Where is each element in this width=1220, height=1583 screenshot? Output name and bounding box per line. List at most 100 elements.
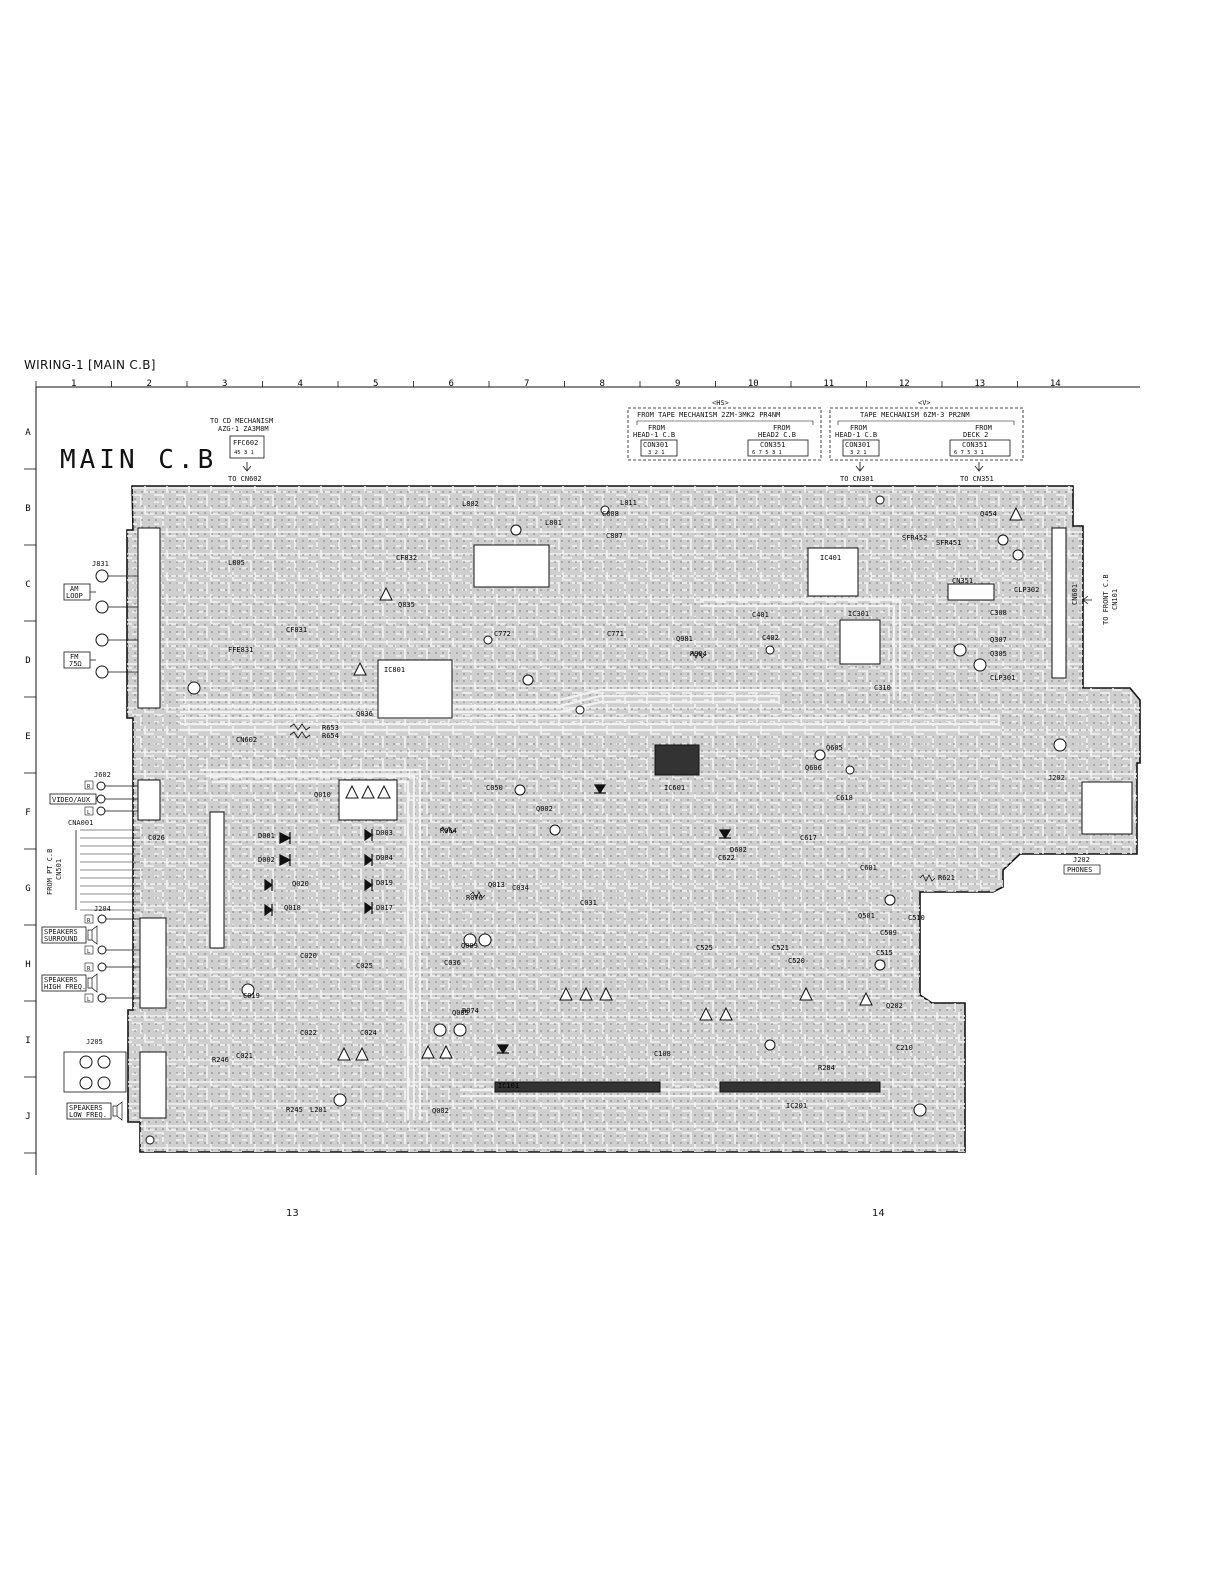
component-label: L802: [462, 500, 479, 508]
svg-text:L: L: [87, 949, 91, 955]
component-label: C024: [360, 1029, 377, 1037]
phones-label: J202 PHONES J202: [1048, 774, 1101, 875]
component-label: CN351: [952, 577, 973, 585]
svg-text:LOOP: LOOP: [66, 592, 83, 600]
svg-text:R: R: [87, 918, 91, 924]
tape-v-connector-note: <V> TAPE MECHANISM 6ZM-3 PR2NM FROM HEAD…: [829, 399, 1024, 483]
svg-text:AM: AM: [70, 585, 78, 593]
grid-col-9: 9: [675, 379, 680, 389]
grid-col-12: 12: [899, 379, 910, 389]
svg-text:FM: FM: [70, 653, 78, 661]
component-label: D017: [376, 904, 393, 912]
svg-text:FROM TAPE MECHANISM 2ZM-3MK2 P: FROM TAPE MECHANISM 2ZM-3MK2 PR4NM: [637, 411, 780, 419]
component-label: C019: [243, 992, 260, 1000]
svg-text:TAPE MECHANISM 6ZM-3 PR2NM: TAPE MECHANISM 6ZM-3 PR2NM: [860, 411, 970, 419]
component-label: CF832: [396, 554, 417, 562]
component-label: R076: [466, 894, 483, 902]
component-label: Q013: [488, 881, 505, 889]
svg-text:CON301: CON301: [845, 441, 870, 449]
grid-col-3: 3: [222, 379, 227, 389]
component-label: R653: [322, 724, 339, 732]
component-label: R284: [818, 1064, 835, 1072]
component-label: C020: [300, 952, 317, 960]
svg-text:J202: J202: [1073, 856, 1090, 864]
component-label: C772: [494, 630, 511, 638]
component-label: Q501: [858, 912, 875, 920]
component-label: CLP302: [1014, 586, 1039, 594]
left-jacks: J831 AM LOOP FM 75Ω J602 R VIDEO/AUX L C…: [41, 560, 140, 1121]
svg-text:<HS>: <HS>: [712, 399, 729, 407]
component-label: C210: [896, 1044, 913, 1052]
svg-text:TO CN301: TO CN301: [840, 475, 874, 483]
component-label: Q005: [452, 1009, 469, 1017]
component-label: C520: [788, 957, 805, 965]
main-board: [126, 485, 1141, 1153]
svg-text:SPEAKERS: SPEAKERS: [69, 1104, 103, 1112]
component-label: Q202: [886, 1002, 903, 1010]
component-label: C618: [836, 794, 853, 802]
svg-text:J202: J202: [1048, 774, 1065, 782]
component-label: L811: [620, 499, 637, 507]
svg-text:LOW FREQ.: LOW FREQ.: [69, 1111, 107, 1119]
cd-connector-note: TO CD MECHANISM AZG-1 ZA3M8M FFC602 45 3…: [210, 417, 273, 483]
component-label: C308: [990, 609, 1007, 617]
svg-text:CN101: CN101: [1111, 589, 1119, 610]
grid-row-C: C: [25, 580, 30, 590]
svg-text:FROM: FROM: [975, 424, 992, 432]
grid-col-4: 4: [298, 379, 303, 389]
component-label: Q836: [356, 710, 373, 718]
grid-col-8: 8: [600, 379, 605, 389]
component-label: C026: [148, 834, 165, 842]
component-label: C510: [908, 914, 925, 922]
component-label: R654: [322, 732, 339, 740]
svg-text:J602: J602: [94, 771, 111, 779]
component-label: C601: [860, 864, 877, 872]
component-label: Q305: [990, 650, 1007, 658]
component-label: L201: [310, 1106, 327, 1114]
component-label: CLP301: [990, 674, 1015, 682]
component-label: R064: [440, 827, 457, 835]
page-number-right: 14: [872, 1208, 885, 1219]
grid-row-B: B: [25, 504, 30, 514]
component-label: CF831: [286, 626, 307, 634]
grid-col-5: 5: [373, 379, 378, 389]
component-label: C807: [606, 532, 623, 540]
svg-text:FROM: FROM: [850, 424, 867, 432]
svg-text:CN601: CN601: [1071, 584, 1079, 605]
svg-text:6 7 5 3 1: 6 7 5 3 1: [954, 450, 984, 456]
svg-text:R: R: [87, 784, 91, 790]
svg-text:SPEAKERS: SPEAKERS: [44, 976, 78, 984]
svg-text:HEAD-1 C.B: HEAD-1 C.B: [633, 431, 675, 439]
component-label: IC301: [848, 610, 869, 618]
grid-col-7: 7: [524, 379, 529, 389]
svg-text:J831: J831: [92, 560, 109, 568]
component-label: C521: [772, 944, 789, 952]
grid-row-G: G: [25, 884, 30, 894]
grid-row-H: H: [25, 960, 30, 970]
component-label: C509: [880, 929, 897, 937]
component-label: D019: [376, 879, 393, 887]
component-label: IC601: [664, 784, 685, 792]
component-label: Q981: [676, 635, 693, 643]
svg-text:6 7 5 3 1: 6 7 5 3 1: [752, 450, 782, 456]
component-label: IC201: [786, 1102, 807, 1110]
component-label: Q606: [805, 764, 822, 772]
component-label: C515: [876, 949, 893, 957]
component-label: Q010: [314, 791, 331, 799]
component-label: C021: [236, 1052, 253, 1060]
svg-text:HIGH FREQ.: HIGH FREQ.: [44, 983, 86, 991]
component-label: C622: [718, 854, 735, 862]
component-label: C617: [800, 834, 817, 842]
grid-col-2: 2: [147, 379, 152, 389]
front-cb-note: TO FRONT C.B CN101 CN601: [1071, 574, 1119, 625]
component-label: D004: [376, 854, 393, 862]
component-label: C031: [580, 899, 597, 907]
svg-text:SPEAKERS: SPEAKERS: [44, 928, 78, 936]
component-label: FFE831: [228, 646, 253, 654]
svg-text:HEAD-1 C.B: HEAD-1 C.B: [835, 431, 877, 439]
svg-text:FFC602: FFC602: [233, 439, 258, 447]
component-label: R246: [212, 1056, 229, 1064]
svg-text:FROM PT C.B: FROM PT C.B: [46, 849, 54, 895]
svg-text:3 2 1: 3 2 1: [648, 450, 665, 456]
